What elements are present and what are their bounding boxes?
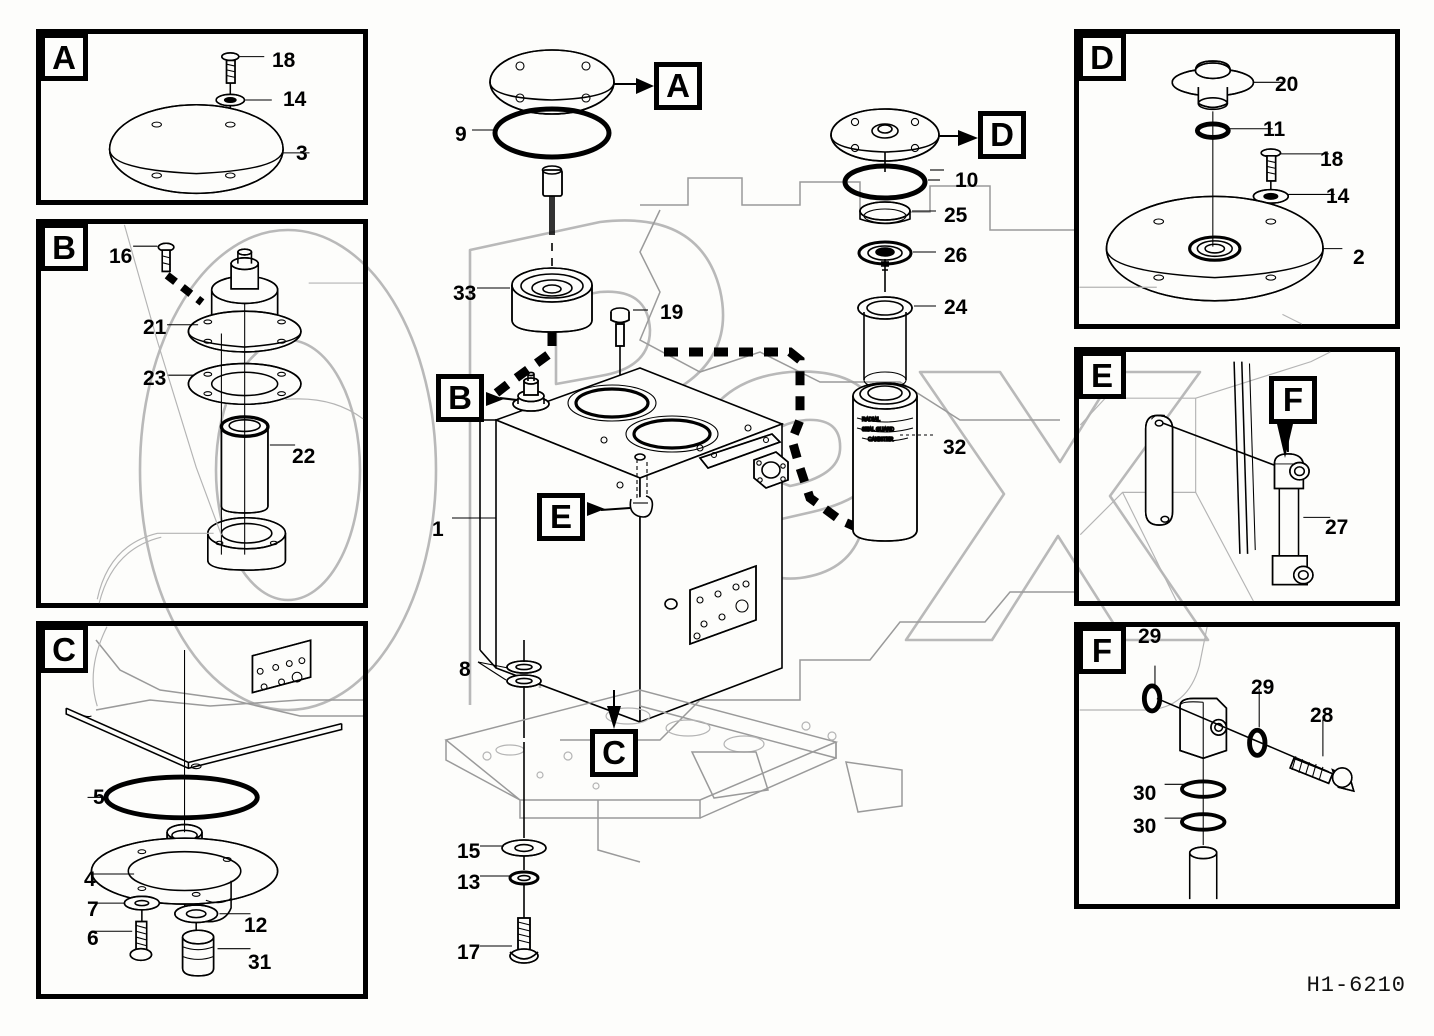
panel-F-art (1079, 626, 1355, 900)
svg-text:SEAL GUARD: SEAL GUARD (862, 427, 894, 433)
ring-25 (859, 201, 911, 225)
part-number-30-b: 30 (1133, 815, 1157, 838)
part-number-10: 10 (955, 169, 979, 192)
part-number-19: 19 (660, 301, 684, 324)
part-number-20: 20 (1275, 73, 1299, 96)
part-number-26: 26 (944, 244, 968, 267)
filter-head-cover (830, 108, 940, 172)
callout-box-C[interactable]: C (590, 729, 638, 777)
part-number-7: 7 (87, 898, 99, 921)
part-number-25: 25 (944, 204, 968, 227)
panel-tag-F: F (1078, 626, 1126, 674)
valve-26 (857, 240, 913, 292)
seal-24 (857, 296, 913, 320)
part-number-4: 4 (84, 868, 96, 891)
panel-D-art (1079, 60, 1343, 325)
detail-panel-F: F (1074, 622, 1400, 909)
callout-box-B[interactable]: B (436, 374, 484, 422)
callout-box-A[interactable]: A (654, 62, 702, 110)
detail-panel-B: B (36, 219, 368, 608)
part-number-17: 17 (457, 941, 481, 964)
callout-box-F[interactable]: F (1269, 376, 1317, 424)
part-number-11: 11 (1263, 118, 1286, 141)
panel-tag-A: A (40, 33, 88, 81)
part-number-1: 1 (432, 518, 444, 541)
callout-box-D[interactable]: D (978, 111, 1026, 159)
assembly-route-left (487, 332, 557, 402)
part-number-3: 3 (296, 142, 308, 165)
part-number-16: 16 (109, 245, 133, 268)
svg-text:CANISTER: CANISTER (868, 437, 894, 443)
part-number-5: 5 (93, 786, 105, 809)
detail-panel-A: A (36, 29, 368, 205)
part-number-32: 32 (943, 436, 967, 459)
part-number-15: 15 (457, 840, 481, 863)
part-number-31: 31 (248, 951, 272, 974)
part-number-24: 24 (944, 296, 968, 319)
filter-cartridge-32: RADIAL SEAL GUARD CANISTER (852, 382, 918, 542)
part-number-13: 13 (457, 871, 481, 894)
chassis-frame (444, 689, 903, 863)
part-number-29-a: 29 (1138, 625, 1162, 648)
panel-B-art (96, 224, 364, 604)
part-number-27: 27 (1325, 516, 1349, 539)
part-number-28: 28 (1310, 704, 1334, 727)
part-number-18-d: 18 (1320, 148, 1344, 171)
part-number-12: 12 (244, 914, 268, 937)
stem-plug (541, 165, 563, 266)
detail-panel-C: C (36, 621, 368, 999)
part-number-30-a: 30 (1133, 782, 1157, 805)
strainer-33 (511, 267, 593, 333)
part-number-8: 8 (459, 658, 471, 681)
part-number-22: 22 (292, 445, 316, 468)
part-number-18: 18 (272, 49, 296, 72)
part-number-9: 9 (455, 123, 467, 146)
part-number-29-b: 29 (1251, 676, 1275, 699)
part-number-21: 21 (143, 316, 167, 339)
part-number-33: 33 (453, 282, 477, 305)
filter-inner-tube (863, 312, 907, 389)
svg-text:RADIAL: RADIAL (862, 417, 880, 423)
oring-9 (492, 106, 612, 160)
top-cover-plate (489, 49, 615, 115)
panel-tag-E: E (1078, 351, 1126, 399)
panel-A-art (108, 52, 310, 195)
part-number-2: 2 (1353, 246, 1365, 269)
part-number-6: 6 (87, 927, 99, 950)
part-number-14-d: 14 (1326, 185, 1350, 208)
panel-tag-C: C (40, 625, 88, 673)
bottom-fasteners (501, 742, 547, 964)
part-number-14: 14 (283, 88, 307, 111)
detail-panel-E: E (1074, 347, 1400, 606)
drawing-number: H1-6210 (1306, 973, 1406, 998)
part-number-23: 23 (143, 367, 167, 390)
panel-tag-B: B (40, 223, 88, 271)
callout-box-E[interactable]: E (537, 493, 585, 541)
callout-F-arrow (1277, 424, 1293, 458)
detail-panel-D: D (1074, 29, 1400, 329)
panel-tag-D: D (1078, 33, 1126, 81)
panel-E-art (1079, 351, 1331, 602)
